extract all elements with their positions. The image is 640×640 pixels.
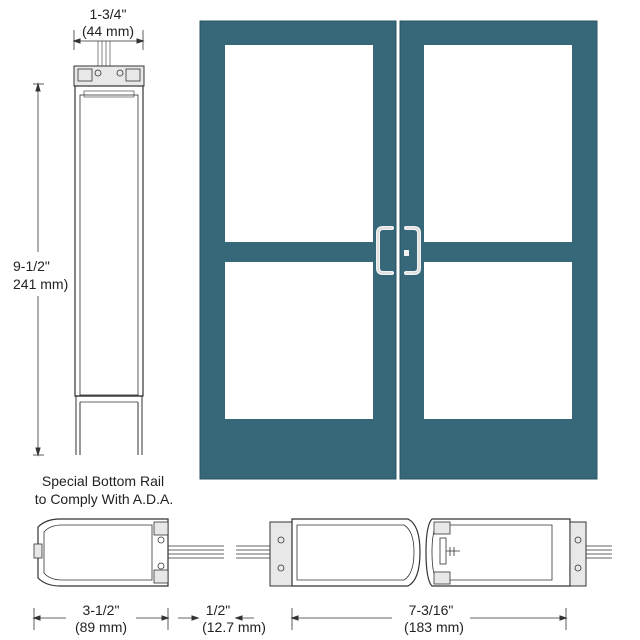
bottom-rail-imperial: 3-1/2"	[82, 602, 120, 618]
meeting-stile-section	[236, 518, 612, 587]
meeting-stiles-imperial: 7-3/16"	[408, 602, 454, 618]
left-lower-glass	[225, 262, 373, 419]
bottom-dimensions	[32, 608, 568, 630]
bottom-rail-metric: (89 mm)	[74, 619, 128, 635]
ada-note-line2: to Comply With A.D.A.	[34, 491, 174, 507]
stile-section-vertical	[33, 30, 145, 457]
ada-note-line1: Special Bottom Rail	[41, 473, 165, 489]
right-lower-glass	[424, 262, 572, 419]
gap-imperial: 1/2"	[205, 602, 231, 618]
top-width-imperial: 1-3/4"	[89, 6, 127, 22]
left-upper-glass	[225, 45, 373, 242]
height-metric: 241 mm)	[13, 276, 69, 292]
double-door-elevation	[199, 20, 598, 480]
height-imperial: 9-1/2"	[13, 258, 50, 274]
door-pull-handle-left[interactable]	[376, 226, 394, 275]
meeting-stiles-metric: (183 mm)	[404, 619, 464, 635]
door-pull-handle-right[interactable]	[404, 226, 421, 275]
gap-metric: (12.7 mm)	[202, 619, 266, 635]
right-upper-glass	[424, 45, 572, 242]
top-width-metric: (44 mm)	[81, 23, 135, 39]
lock-cylinder	[404, 250, 409, 256]
ada-bottom-rail-section	[33, 518, 224, 587]
